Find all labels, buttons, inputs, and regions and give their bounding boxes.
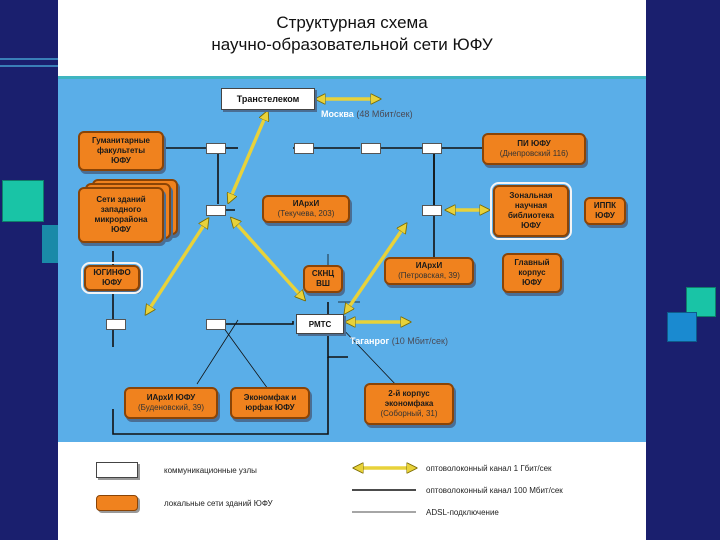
connection-lines <box>110 79 646 435</box>
communication-node <box>106 319 126 330</box>
legend-line-samples <box>352 442 646 513</box>
moscow-channel-label: Москва (48 Мбит/сек) <box>321 109 413 119</box>
iarhi-budennovsky-box: ИАрхИ ЮФУ (Буденовский, 39) <box>124 387 218 419</box>
box-address: (Буденовский, 39) <box>137 403 205 412</box>
box-line: библиотека <box>507 211 555 220</box>
econ-law-box: Экономфак и юрфак ЮФУ <box>230 387 310 419</box>
box-line: микрорайона <box>94 215 148 224</box>
iarhi-tekucheva-box: ИАрхИ (Текучева, 203) <box>262 195 350 223</box>
box-line: ПИ ЮФУ <box>517 139 551 148</box>
legend: коммуникационные узлы локальные сети зда… <box>58 442 646 540</box>
main-building-box: Главный корпус ЮФУ <box>502 253 562 293</box>
taganrog-speed: (10 Мбит/сек) <box>391 336 448 346</box>
econ-second-building-box: 2-й корпус экономфака (Соборный, 31) <box>364 383 454 425</box>
box-address: (Текучева, 203) <box>277 209 335 218</box>
box-line: Главный <box>514 258 550 267</box>
title-separator <box>58 76 646 79</box>
box-line: корпус <box>518 268 546 277</box>
box-address: (Днепровский 116) <box>499 149 569 158</box>
box-line: Гуманитарные <box>92 136 150 145</box>
rmts-box: РМТС <box>296 314 344 334</box>
communication-node <box>361 143 381 154</box>
slide: Структурная схема научно-образовательной… <box>58 0 646 540</box>
box-line: СКНЦ <box>311 269 335 278</box>
communication-node <box>206 319 226 330</box>
moscow-city: Москва <box>321 109 354 119</box>
box-line: Экономфак и <box>243 393 297 402</box>
transtelecom-box: Транстелеком <box>221 88 315 110</box>
legend-node-swatch <box>96 462 138 478</box>
network-diagram: Транстелеком РМТС Москва (48 Мбит/сек) Т… <box>58 79 646 442</box>
box-line: западного <box>100 205 142 214</box>
zonal-library-box: Зональная научная библиотека ЮФУ <box>490 182 572 240</box>
legend-100mbit-label: оптоволоконный канал 100 Мбит/сек <box>426 486 563 495</box>
box-line: ИППК <box>593 201 617 210</box>
pi-yufu-box: ПИ ЮФУ (Днепровский 116) <box>482 133 586 165</box>
title-line-1: Структурная схема <box>276 13 428 32</box>
box-address: (Соборный, 31) <box>380 409 438 418</box>
box-line: Зональная <box>509 191 553 200</box>
box-line: ИАрхИ ЮФУ <box>146 393 196 402</box>
legend-local-label: локальные сети зданий ЮФУ <box>164 499 273 508</box>
yuginfo-box: ЮГИНФО ЮФУ <box>81 262 143 294</box>
box-line: ЮГИНФО <box>93 268 131 277</box>
box-line: ИАрхИ <box>292 199 320 208</box>
ippk-box: ИППК ЮФУ <box>584 197 626 225</box>
box-line: юрфак ЮФУ <box>245 403 295 412</box>
moscow-speed: (48 Мбит/сек) <box>356 109 413 119</box>
box-line: ЮФУ <box>521 221 541 230</box>
slide-title: Структурная схема научно-образовательной… <box>58 12 646 56</box>
box-line: ВШ <box>316 279 330 288</box>
box-line: Сети зданий <box>96 195 146 204</box>
box-line: ЮФУ <box>522 278 542 287</box>
title-line-2: научно-образовательной сети ЮФУ <box>211 35 493 54</box>
decor-square <box>2 180 44 222</box>
sknc-box: СКНЦ ВШ <box>303 265 343 293</box>
iarhi-petrovskaya-box: ИАрхИ (Петровская, 39) <box>384 257 474 285</box>
communication-node <box>422 205 442 216</box>
box-line: научная <box>514 201 548 210</box>
taganrog-city: Таганрог <box>350 336 390 346</box>
communication-node <box>206 143 226 154</box>
box-address: (Петровская, 39) <box>398 271 460 280</box>
legend-nodes-label: коммуникационные узлы <box>164 466 257 475</box>
legend-gigabit-label: оптоволоконный канал 1 Гбит/сек <box>426 464 552 473</box>
west-microdistrict-box: Сети зданий западного микрорайона ЮФУ <box>78 187 164 243</box>
communication-node <box>422 143 442 154</box>
taganrog-channel-label: Таганрог (10 Мбит/сек) <box>350 336 448 346</box>
decor-stripe <box>0 58 58 60</box>
humanitarian-faculties-box: Гуманитарные факультеты ЮФУ <box>78 131 164 171</box>
box-line: ЮФУ <box>111 225 131 234</box>
box-line: ЮФУ <box>595 211 615 220</box>
box-line: 2-й корпус экономфака <box>384 389 434 408</box>
box-line: ЮФУ <box>102 278 122 287</box>
decor-stripe <box>0 65 58 67</box>
decor-square <box>42 225 58 263</box>
box-line: ЮФУ <box>111 156 131 165</box>
decor-square <box>667 312 697 342</box>
legend-adsl-label: ADSL-подключение <box>426 508 499 517</box>
communication-node <box>294 143 314 154</box>
legend-local-swatch <box>96 495 138 511</box>
communication-node <box>206 205 226 216</box>
box-line: ИАрхИ <box>415 261 443 270</box>
box-line: факультеты <box>96 146 146 155</box>
fiber-1gbit-arrows <box>148 99 485 322</box>
